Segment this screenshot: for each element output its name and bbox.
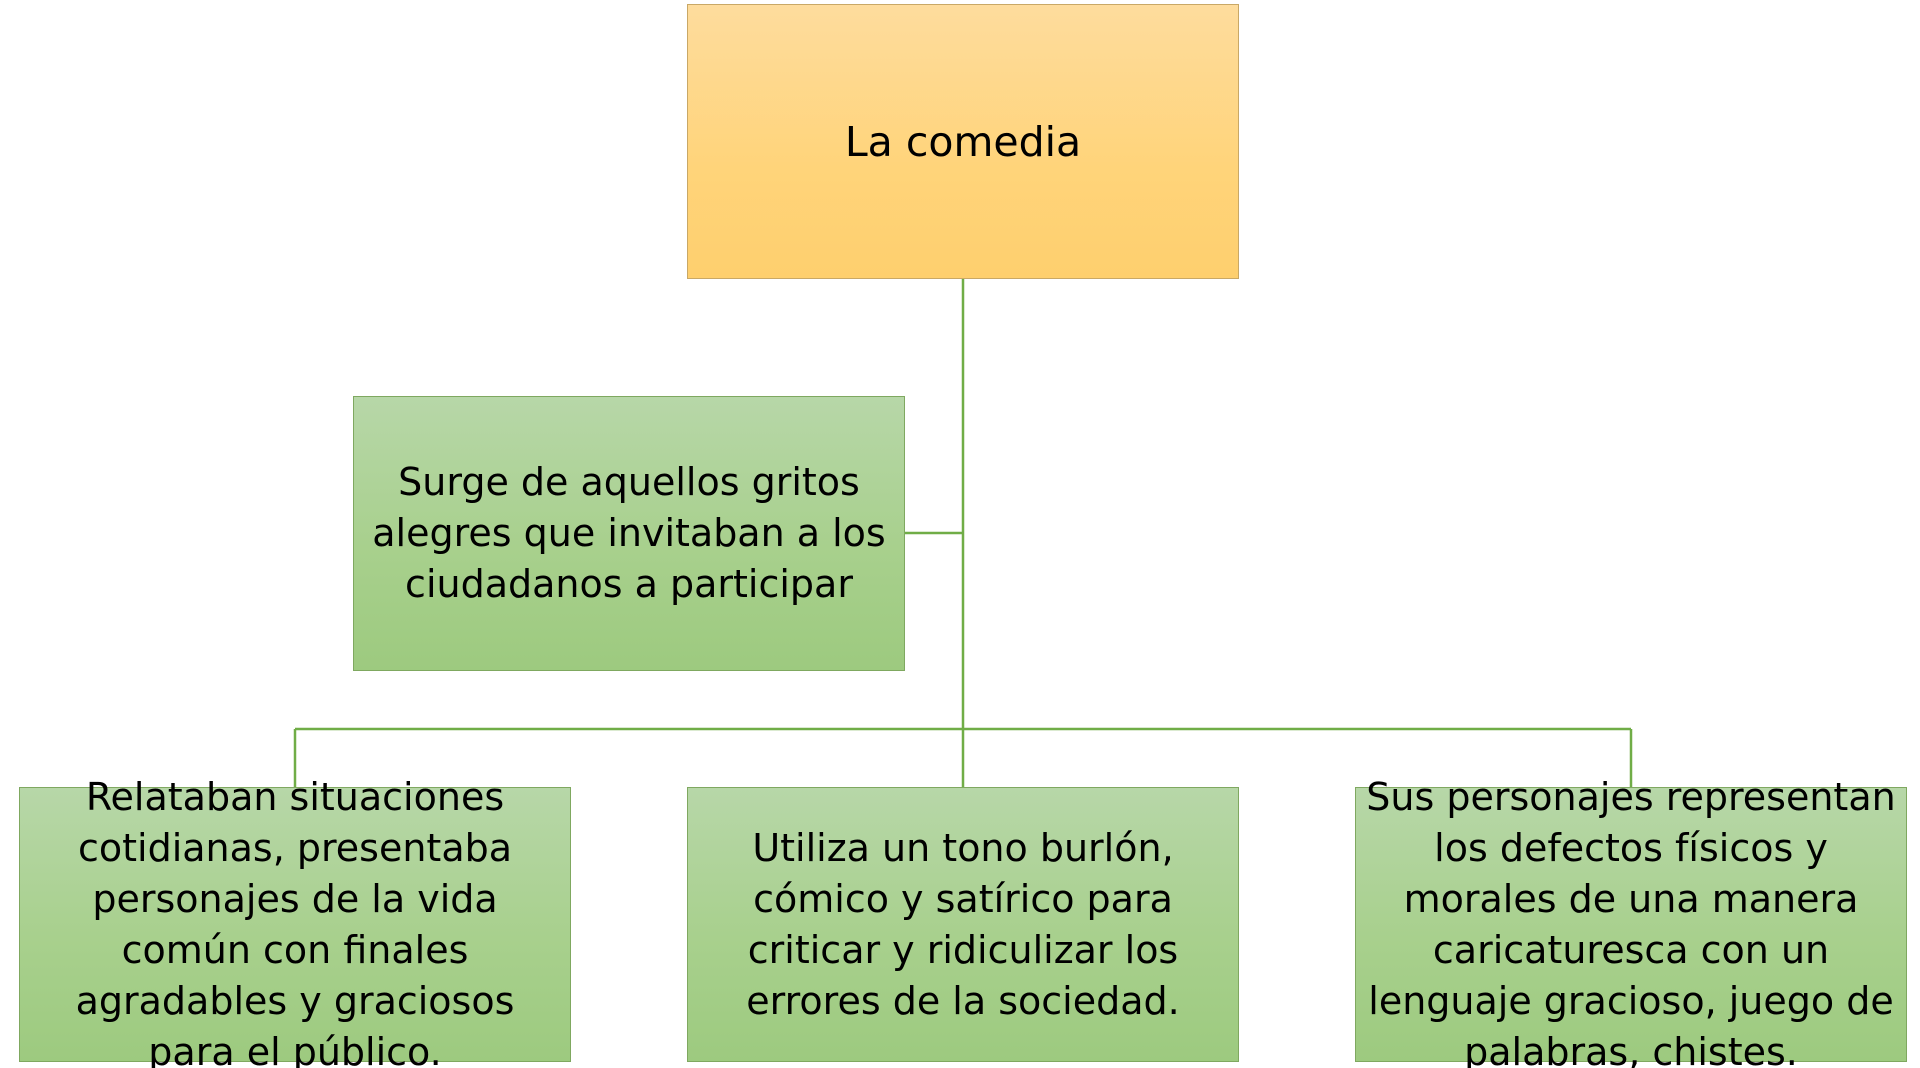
- root-node-label: La comedia: [844, 117, 1082, 166]
- child-node-label: Utiliza un tono burlón, cómico y satíric…: [746, 825, 1180, 1023]
- child-node-label: Relataban situaciones cotidianas, presen…: [75, 774, 515, 1068]
- origin-node: Surge de aquellos gritos alegres que inv…: [353, 396, 905, 671]
- child-node-personajes: Sus personajes representan los defectos …: [1355, 775, 1907, 1068]
- child-node-situaciones: Relataban situaciones cotidianas, presen…: [19, 775, 571, 1068]
- child-node-label: Sus personajes representan los defectos …: [1366, 774, 1896, 1068]
- origin-node-label: Surge de aquellos gritos alegres que inv…: [372, 460, 886, 606]
- root-node-comedia: La comedia: [687, 4, 1239, 279]
- child-node-tono: Utiliza un tono burlón, cómico y satíric…: [687, 787, 1239, 1062]
